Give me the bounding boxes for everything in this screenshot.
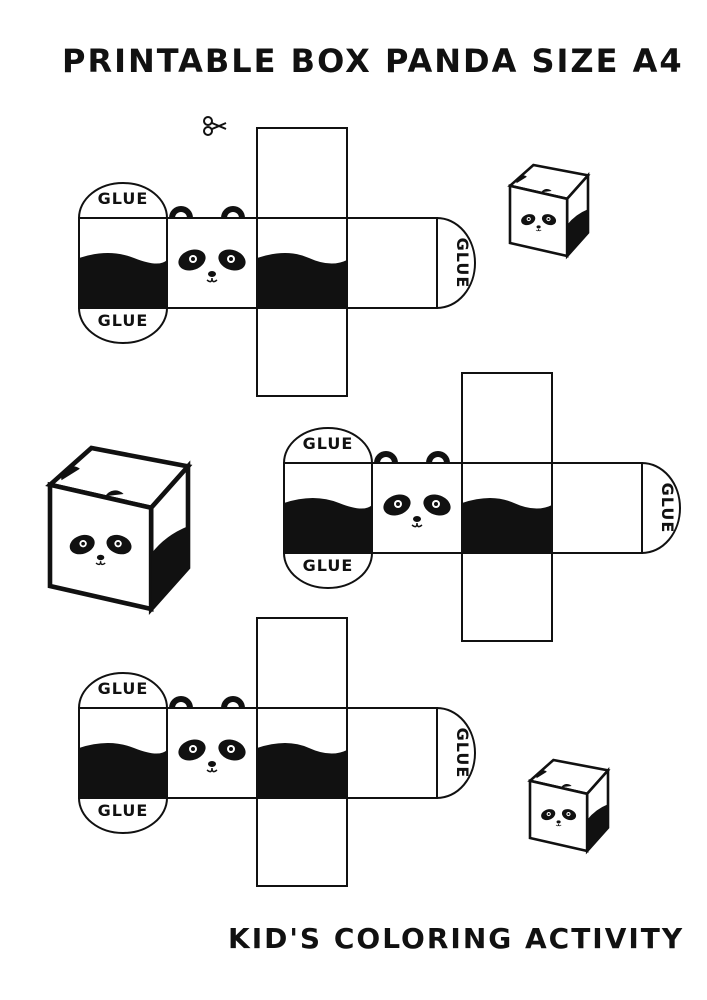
- page-title: PRINTABLE BOX PANDA SIZE A4: [62, 42, 684, 80]
- panda-box-icon: [530, 760, 608, 851]
- glue-label-top: GLUE: [98, 189, 149, 208]
- panda-box-template-2: GLUE GLUE GLUE: [284, 373, 680, 641]
- glue-label-bottom: GLUE: [98, 311, 149, 330]
- glue-label-bottom: GLUE: [98, 801, 149, 820]
- footer-text: KID'S COLORING ACTIVITY: [228, 922, 685, 955]
- panda-box-icon: [50, 448, 188, 609]
- panda-box-template-1: GLUE GLUE GLUE: [79, 128, 475, 396]
- scissors-icon: [203, 116, 227, 136]
- glue-label-side: GLUE: [658, 483, 677, 534]
- glue-label-side: GLUE: [453, 728, 472, 779]
- panda-box-icon: [510, 165, 588, 256]
- glue-label-bottom: GLUE: [303, 556, 354, 575]
- glue-label-top: GLUE: [98, 679, 149, 698]
- glue-label-side: GLUE: [453, 238, 472, 289]
- panda-box-template-3: GLUE GLUE GLUE: [79, 618, 475, 886]
- glue-label-top: GLUE: [303, 434, 354, 453]
